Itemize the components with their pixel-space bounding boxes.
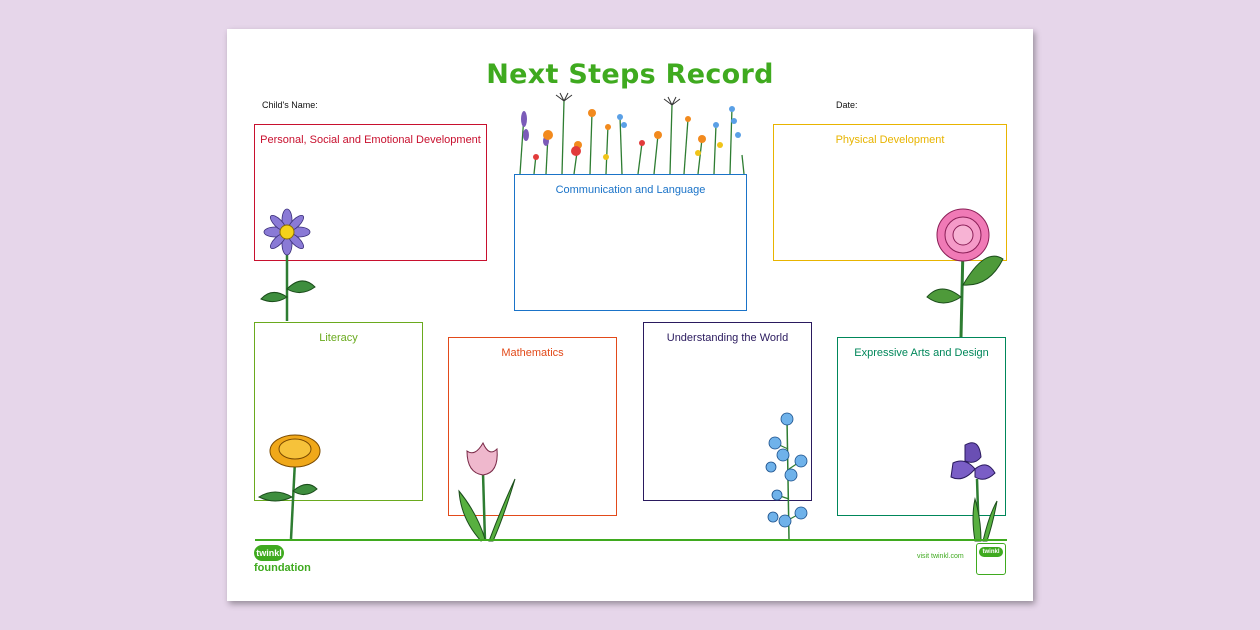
logo-twinkl-text: twinkl [254,545,284,561]
badge-text: twinkl [979,547,1003,557]
aster-flower-illustration [260,208,316,321]
communication-label: Communication and Language [555,184,706,196]
child-name-label: Child's Name: [262,100,318,110]
iris-flower-illustration [950,442,998,542]
forget-me-not-illustration [765,412,808,540]
expressive-label: Expressive Arts and Design [854,347,989,359]
physical-label: Physical Development [835,134,945,146]
logo-foundation-text: foundation [254,562,311,574]
dahlia-flower-illustration [926,208,1004,338]
chrysanthemum-flower-illustration [257,434,321,540]
understanding-box[interactable]: Understanding the World [643,322,812,501]
mathematics-box[interactable]: Mathematics [448,337,617,516]
twinkl-foundation-logo: twinkl foundation [254,545,311,577]
worksheet-page: Next Steps Record Child's Name: Date: Pe… [227,29,1033,601]
date-label: Date: [836,100,858,110]
visit-link[interactable]: visit twinkl.com [917,553,964,560]
wildflowers-illustration [519,92,745,175]
mathematics-label: Mathematics [501,347,564,359]
understanding-label: Understanding the World [666,332,789,344]
literacy-label: Literacy [319,332,358,344]
quality-badge-icon: twinkl [976,543,1006,575]
communication-box[interactable]: Communication and Language [514,174,747,311]
ground-line [255,539,1007,541]
page-title: Next Steps Record [486,59,774,90]
tulip-flower-illustration [458,441,516,542]
literacy-box[interactable]: Literacy [254,322,423,501]
psed-label: Personal, Social and Emotional Developme… [260,134,481,146]
